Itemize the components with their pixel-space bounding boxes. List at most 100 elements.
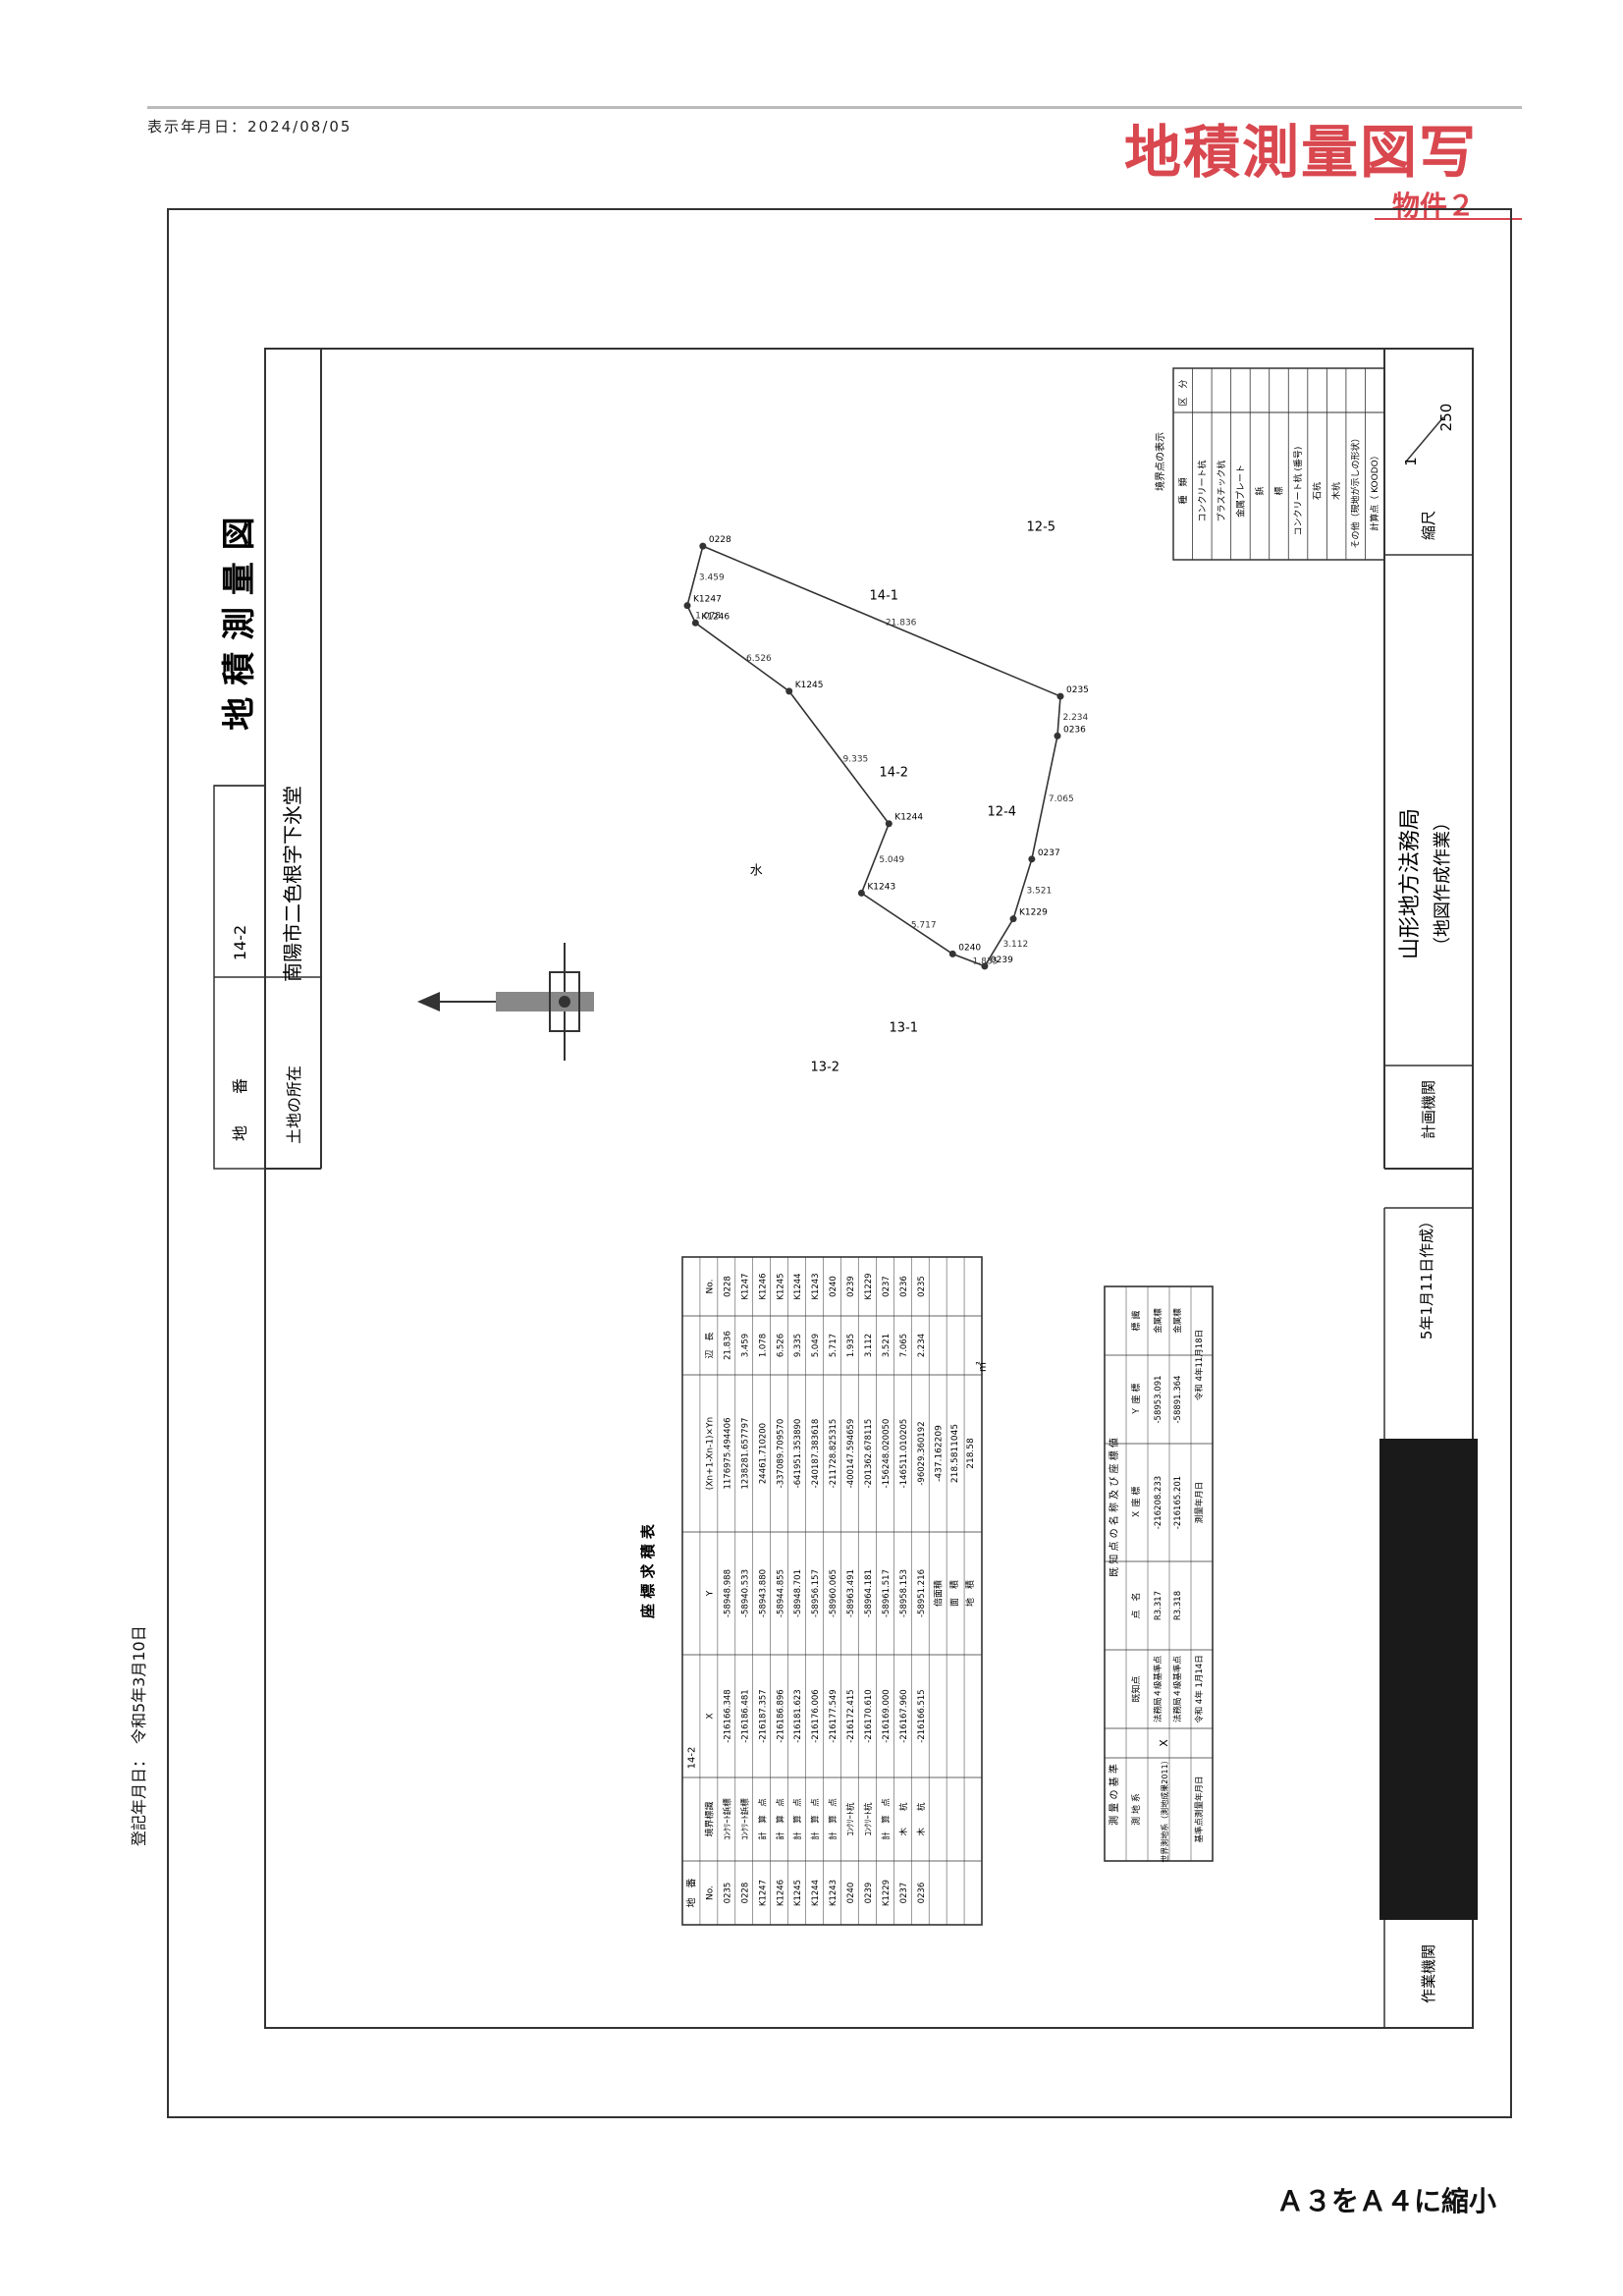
table-cell: -216177.549 [829, 1689, 839, 1742]
survey-cell: 金属標 [1153, 1308, 1163, 1334]
table-cell: 6.526 [776, 1334, 785, 1357]
column-header: 辺 長 [705, 1332, 716, 1358]
point-label: 0239 [991, 956, 1013, 965]
table-cell: 3.521 [882, 1334, 892, 1357]
survey-cell: -58953.091 [1154, 1375, 1163, 1423]
table-cell: -216187.357 [758, 1689, 768, 1742]
survey-col-header: 標 識 [1130, 1311, 1142, 1332]
lot-label-5: 13-1 [890, 1020, 919, 1035]
lot-label-2: 14-2 [880, 765, 909, 780]
table-cell: 24461.710200 [758, 1423, 768, 1484]
table-cell: -216186.481 [740, 1689, 750, 1742]
table-cell: 計 算 点 [757, 1798, 768, 1840]
table-cell: 3.459 [740, 1334, 750, 1357]
lot-label-3: 12-4 [988, 804, 1017, 819]
table-cell: ｺﾝｸﾘｰﾄ杭 [863, 1802, 874, 1836]
survey-col-header: Ｙ 座 標 [1130, 1384, 1142, 1416]
legend-item: 金属プレート [1234, 465, 1246, 518]
table-cell: K1247 [740, 1273, 750, 1299]
base-date-label: 基準点測量年月日 [1194, 1776, 1205, 1842]
table-cell: -58948.988 [723, 1569, 732, 1617]
survey-col-header: 点 名 [1130, 1592, 1142, 1618]
point-label: K1247 [693, 595, 722, 605]
legend-item: 計算点（ KOODO） [1369, 451, 1380, 530]
table-cell: 9.335 [793, 1334, 803, 1357]
table-cell: -211728.825315 [829, 1419, 839, 1489]
table-cell: -58948.701 [793, 1569, 803, 1617]
table-cell: -641951.353890 [793, 1419, 803, 1489]
edge-length: 3.459 [699, 573, 725, 582]
top-border-line [147, 106, 1522, 109]
table-cell: 7.065 [899, 1334, 909, 1357]
point-label: K1229 [1019, 908, 1048, 918]
authority-name: 山形地方法務局 [1398, 808, 1423, 959]
coord-table-title: 座 標 求 積 表 [639, 1523, 657, 1619]
table-cell: -216166.515 [917, 1689, 927, 1742]
table-cell: 0228 [740, 1883, 750, 1904]
lot-plot: 023521.83602283.459K12471.078K12466.526K… [683, 519, 1089, 1074]
table-cell: K1246 [758, 1273, 768, 1299]
table-cell: 21.836 [723, 1331, 732, 1360]
table-cell: -337089.709570 [776, 1419, 785, 1489]
boundary-point [1028, 855, 1036, 863]
scale-numerator: 1 [1402, 457, 1420, 466]
survey-cell: 法務局４級基準点 [1172, 1656, 1183, 1723]
document-frame [167, 208, 1512, 2118]
survey-cell: -58891.364 [1173, 1375, 1183, 1423]
table-cell: 0240 [829, 1276, 839, 1297]
survey-mark: X [1158, 1739, 1170, 1747]
legend-title: 境界点の表示 [1154, 432, 1166, 491]
table-cell: -58963.491 [846, 1569, 856, 1617]
point-label: K1246 [701, 612, 730, 622]
table-cell: -216181.623 [793, 1689, 803, 1742]
table-cell: -58958.153 [899, 1569, 909, 1617]
table-cell: -58951.216 [917, 1569, 927, 1617]
table-cell: -216186.896 [776, 1689, 785, 1742]
table-cell: -58956.157 [811, 1569, 821, 1617]
column-header: No. [706, 1280, 716, 1294]
table-cell: K1244 [793, 1273, 803, 1299]
table-cell: -58964.181 [864, 1569, 874, 1617]
table-cell: K1243 [811, 1273, 821, 1299]
survey-cell: -216208.233 [1154, 1476, 1163, 1529]
table-cell: 計 算 点 [775, 1798, 785, 1840]
lot-label-4: 12-5 [1027, 519, 1056, 534]
column-header: X [706, 1713, 716, 1719]
sum-label: 倍面積 [933, 1580, 945, 1607]
point-label: 0237 [1038, 848, 1060, 858]
survey-col-header: 測 地 系 [1130, 1793, 1142, 1826]
point-label: K1243 [867, 882, 895, 892]
edge-length: 3.112 [1002, 940, 1028, 950]
table-cell: 0237 [899, 1883, 909, 1904]
edge-length: 21.836 [886, 619, 917, 629]
table-cell: -201362.678115 [864, 1419, 874, 1489]
scale-fraction-line [1405, 416, 1444, 463]
lot-header: 地 番 [685, 1879, 698, 1908]
table-cell: 1176975.494406 [723, 1417, 732, 1489]
table-cell: -146511.010205 [899, 1419, 909, 1489]
survey-col-header: Ｘ 座 標 [1130, 1487, 1142, 1519]
table-cell: 5.717 [829, 1334, 839, 1357]
legend-item: その他（現地が示しの形状） [1350, 433, 1362, 548]
table-cell: -216170.610 [864, 1689, 874, 1742]
scale-label: 縮尺 [1420, 511, 1437, 540]
table-cell: -216176.006 [811, 1689, 821, 1742]
boundary-point [699, 542, 707, 550]
legend-item: 石杭 [1312, 482, 1324, 500]
legend-item: コンクリート杭 (番号) [1292, 447, 1304, 536]
table-cell: K1244 [811, 1880, 821, 1906]
edge-length: 5.717 [911, 920, 937, 930]
table-cell: 計 算 点 [828, 1798, 839, 1840]
table-cell: 0236 [917, 1883, 927, 1904]
boundary-point [1054, 732, 1061, 739]
sum-label: 地 積 [964, 1580, 976, 1607]
point-label: 0228 [709, 535, 731, 545]
table-cell: 0235 [917, 1276, 927, 1297]
coord-table: 座 標 求 積 表地 番14-2No.境界標識XY(Xn+1-Xn-1)×Yn辺… [639, 1256, 989, 1926]
table-cell: 0239 [846, 1276, 856, 1297]
sum-value: 218.58 [966, 1438, 976, 1469]
edge-length: 5.049 [879, 855, 904, 865]
table-cell: 計 算 点 [792, 1798, 803, 1840]
edge-length: 7.065 [1049, 794, 1074, 804]
